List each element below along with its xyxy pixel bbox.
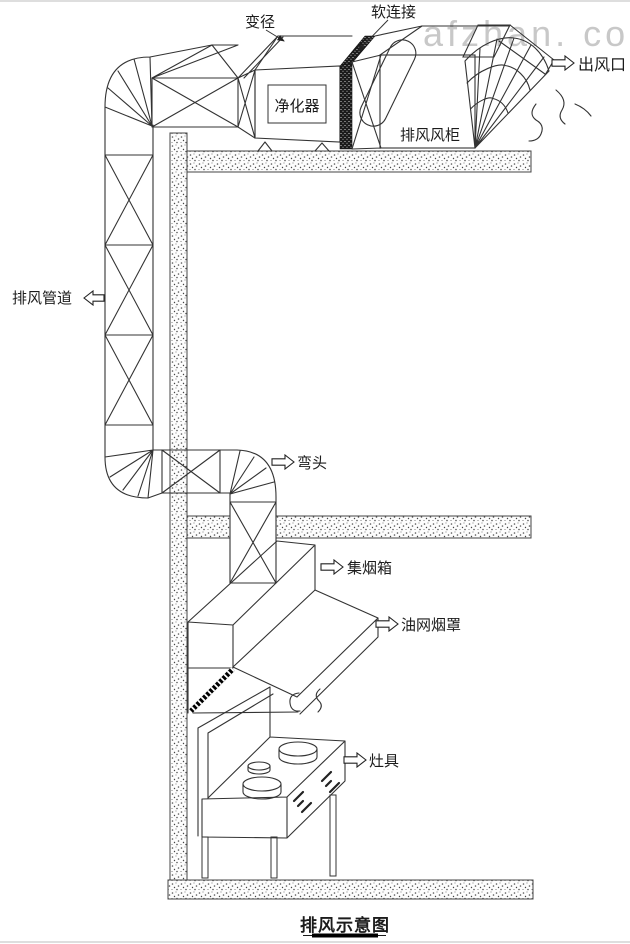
purifier-label-box bbox=[267, 84, 327, 124]
smoke-collection-box-label: 集烟箱 bbox=[347, 560, 392, 577]
stove-back-panel bbox=[197, 686, 274, 837]
fan-cabinet: 排风风柜 bbox=[359, 25, 510, 149]
elbow-lower-left bbox=[104, 449, 163, 499]
elbow-arrow-icon bbox=[271, 453, 295, 471]
stove-body bbox=[201, 736, 346, 839]
callout-labels: 变径 软连接 出风口 排风管道 弯头 集烟箱 油网烟罩 灶具 bbox=[12, 4, 626, 770]
watermark-text: afzhan. com bbox=[423, 13, 630, 54]
purifier-unit: 净化器 bbox=[254, 35, 353, 152]
smoke-collection-box bbox=[187, 540, 316, 669]
soft-connection-pointer-arrow bbox=[357, 19, 389, 52]
stove-legs bbox=[201, 794, 337, 879]
riser-duct bbox=[229, 493, 277, 584]
oil-mesh-hood-label: 油网烟罩 bbox=[401, 617, 461, 634]
oil-mesh-hood bbox=[187, 589, 379, 715]
airflow-squiggles bbox=[528, 89, 592, 142]
stove-arrow-icon bbox=[343, 751, 367, 769]
left-wall bbox=[169, 132, 188, 881]
stove-label: 灶具 bbox=[369, 753, 399, 770]
diagram-title: 排风示意图 bbox=[300, 915, 390, 935]
elbow-lower-right bbox=[229, 449, 277, 498]
building-structure bbox=[167, 132, 534, 900]
fan-cabinet-label: 排风风柜 bbox=[400, 127, 460, 144]
roof-slab bbox=[186, 150, 532, 173]
reducer-pointer-arrow bbox=[265, 29, 285, 42]
exhaust-duct-vertical bbox=[104, 106, 154, 458]
exhaust-duct-arrow-icon bbox=[83, 289, 105, 307]
title-block: 排风示意图 bbox=[300, 915, 390, 938]
hood-arrow-icon bbox=[375, 615, 399, 633]
reducer-label: 变径 bbox=[245, 14, 275, 31]
floor-slab bbox=[167, 879, 534, 900]
stove-burners bbox=[242, 741, 318, 800]
duct-lower-horizontal bbox=[152, 449, 238, 494]
smoke-box-arrow-icon bbox=[320, 558, 344, 576]
mid-slab-left bbox=[186, 515, 231, 539]
hood-corner-tab bbox=[289, 692, 301, 712]
exhaust-duct-label: 排风管道 bbox=[12, 290, 72, 307]
soft-joint-front bbox=[339, 61, 353, 150]
steam-squiggle bbox=[315, 688, 322, 713]
soft-connection-label: 软连接 bbox=[371, 4, 416, 21]
mid-slab-right bbox=[275, 515, 532, 539]
air-outlet-cone bbox=[462, 24, 555, 149]
air-outlet-label: 出风口 bbox=[578, 56, 626, 74]
purifier-label: 净化器 bbox=[274, 98, 319, 115]
air-outlet-arrow-icon bbox=[551, 54, 575, 72]
elbow-label: 弯头 bbox=[297, 455, 327, 472]
duct-top-horizontal bbox=[151, 44, 239, 128]
fan-impeller-icon bbox=[359, 39, 417, 127]
elbow-top-left bbox=[104, 44, 213, 127]
purifier-feet bbox=[257, 141, 330, 152]
title-underline bbox=[312, 933, 378, 938]
grease-filter-strip bbox=[189, 667, 235, 713]
stove-unit bbox=[197, 686, 346, 879]
stove-door-handles bbox=[292, 770, 341, 814]
